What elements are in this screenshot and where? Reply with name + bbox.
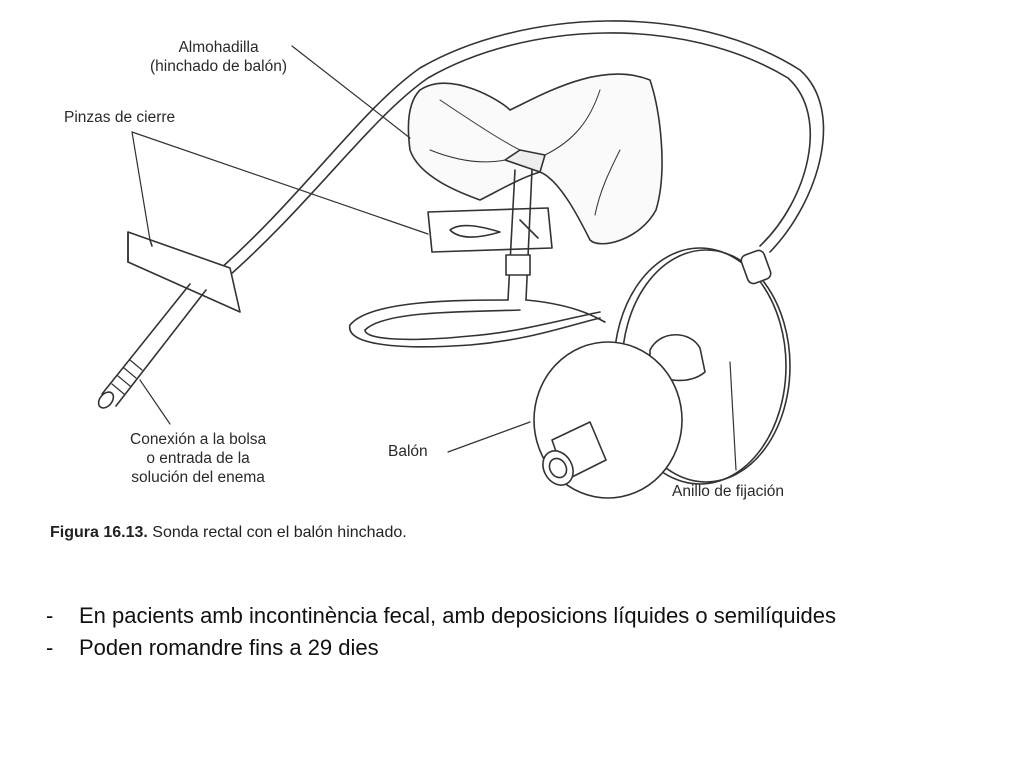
caption-text: Sonda rectal con el balón hinchado. [152,524,407,541]
bullet-item: -Poden romandre fins a 29 dies [46,632,836,664]
bullet-list: -En pacients amb incontinència fecal, am… [46,600,836,664]
label-almohadilla-line2: (hinchado de balón) [150,58,288,75]
balloon-bulb [533,334,706,499]
bullet-marker: - [46,635,54,660]
label-conexion-line1: Conexión a la bolsa [130,431,267,448]
label-conexion-line2: o entrada de la [146,450,250,467]
figure-caption: Figura 16.13. Sonda rectal con el balón … [50,524,407,542]
leader-anillo [729,361,737,471]
caption-figure-number: Figura 16.13. [50,524,148,541]
bullet-text: Poden romandre fins a 29 dies [79,635,379,660]
label-anillo: Anillo de fijación [672,483,785,500]
tube-loop [349,299,606,348]
bullet-item: -En pacients amb incontinència fecal, am… [46,600,836,632]
bullet-marker: - [46,603,54,628]
label-almohadilla: Almohadilla (hinchado de balón) [150,38,287,76]
rectal-tube-diagram [97,20,825,499]
middle-clamp [427,207,553,253]
inflation-tube [211,20,825,283]
leader-almohadilla [291,45,411,139]
leader-balon [447,421,531,453]
closing-clamp-plate [127,231,241,313]
label-conexion: Conexión a la bolsa o entrada de la solu… [130,430,266,487]
label-balon: Balón [388,443,428,460]
label-conexion-line3: solución del enema [131,469,265,486]
leader-lines [131,45,737,471]
label-pinzas: Pinzas de cierre [64,109,176,126]
rectal-tube [97,283,207,409]
leader-pinzas-right [131,131,429,235]
bullet-text: En pacients amb incontinència fecal, amb… [79,603,836,628]
cuff-stem [505,169,533,301]
label-almohadilla-line1: Almohadilla [178,39,259,56]
cuff-pad [407,73,663,245]
leader-conexion [139,379,171,425]
leader-pinzas-left [131,131,151,241]
